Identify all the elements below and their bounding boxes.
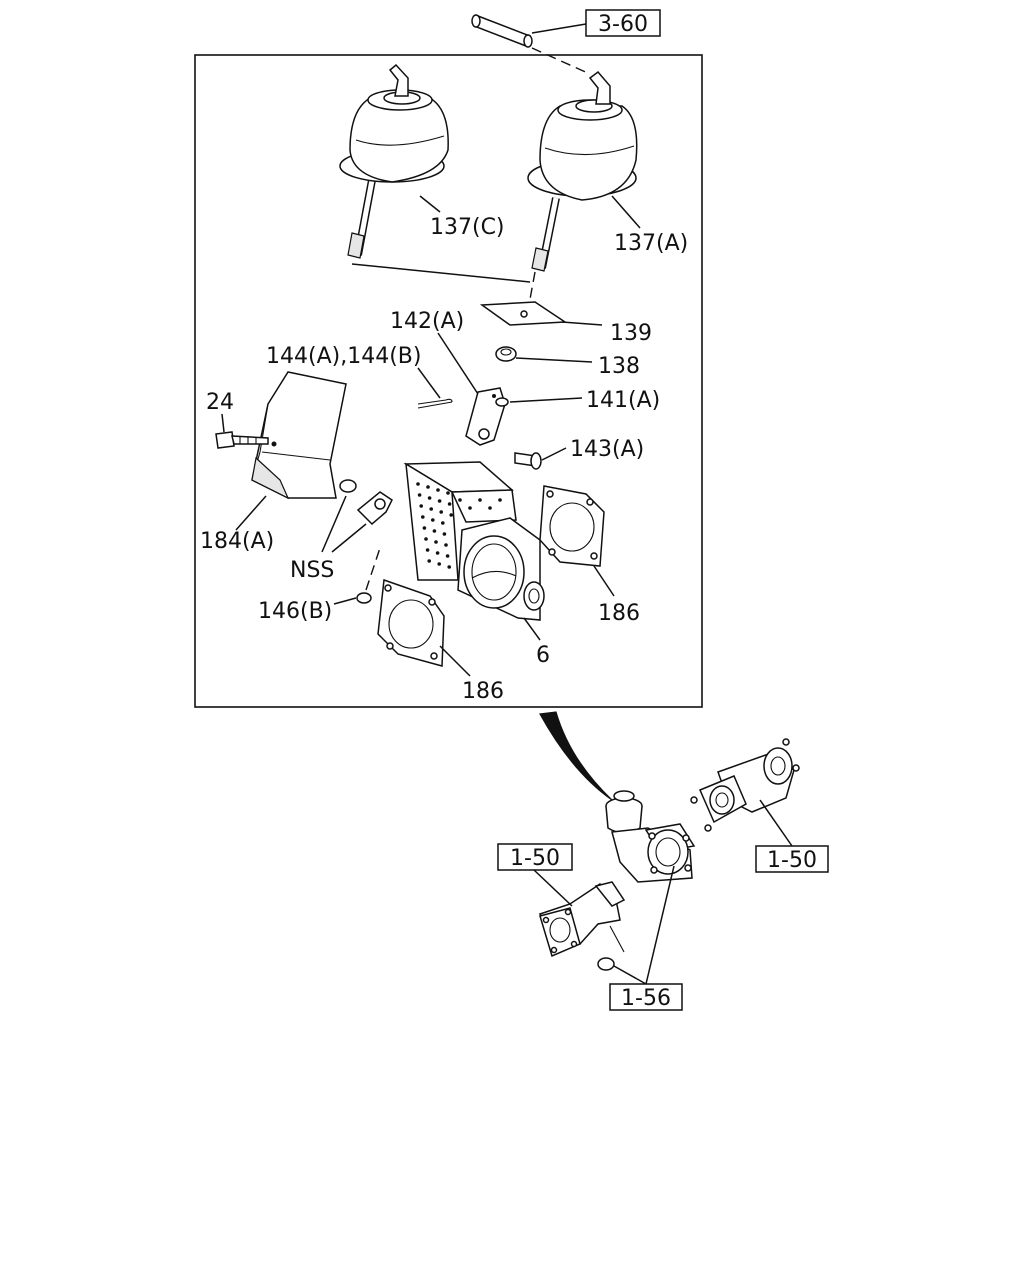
nut-146b — [356, 547, 381, 604]
block-hole — [445, 554, 450, 558]
nss-parts — [339, 479, 393, 526]
gasket-186-bottom — [377, 578, 445, 667]
block-hole — [425, 548, 430, 552]
throttle-body-6 — [457, 517, 545, 621]
block-hole — [437, 499, 442, 503]
block-hole — [417, 493, 422, 497]
reference-box-1-56[interactable]: 1-56 — [609, 983, 683, 1011]
reference-box-1-50-right[interactable]: 1-50 — [755, 845, 829, 873]
plate-139 — [479, 301, 568, 326]
block-hole — [432, 529, 437, 533]
block-hole — [421, 515, 425, 519]
block-hole — [431, 518, 435, 522]
gasket-186-right — [539, 485, 605, 567]
pin-143a — [514, 452, 542, 470]
bracket-184a — [251, 371, 347, 500]
callout-nss: NSS — [290, 558, 334, 583]
reference-1-50-left-label[interactable]: 1-50 — [510, 846, 560, 871]
block-hole — [424, 537, 428, 541]
block-hole — [449, 513, 454, 517]
detail-frame — [194, 54, 703, 708]
reference-1-56-label[interactable]: 1-56 — [621, 986, 671, 1011]
block-hole — [478, 498, 482, 502]
block-hole — [416, 482, 420, 486]
callout-146b: 146(B) — [258, 599, 332, 624]
valve-block — [403, 461, 517, 581]
engine-assembly — [538, 738, 800, 971]
callout-6: 6 — [536, 643, 550, 668]
actuator-137c — [339, 63, 449, 259]
callout-143a: 143(A) — [570, 437, 644, 462]
callout-24: 24 — [206, 390, 234, 415]
callout-144: 144(A),144(B) — [266, 344, 421, 369]
callout-142a: 142(A) — [390, 309, 464, 334]
block-hole — [446, 491, 450, 495]
lever-142a — [465, 387, 506, 446]
bolt-24 — [215, 431, 269, 449]
callout-141a: 141(A) — [586, 388, 660, 413]
block-hole — [427, 496, 432, 500]
block-hole — [488, 506, 492, 510]
location-arrow — [539, 711, 613, 801]
reference-box-1-50-left[interactable]: 1-50 — [497, 843, 573, 871]
reference-3-60-label[interactable]: 3-60 — [598, 12, 648, 37]
nut-138 — [495, 346, 517, 362]
block-hole — [441, 521, 445, 525]
callout-137c: 137(C) — [430, 215, 505, 240]
block-hole — [429, 507, 434, 511]
block-hole — [434, 540, 438, 544]
block-hole — [447, 502, 452, 506]
callout-139: 139 — [610, 321, 652, 346]
block-hole — [427, 559, 432, 563]
block-hole — [436, 488, 440, 492]
pin-144 — [417, 398, 453, 409]
nut-141a — [495, 397, 509, 407]
actuator-137a — [527, 70, 638, 272]
block-hole — [442, 532, 447, 536]
reference-1-50-right-label[interactable]: 1-50 — [767, 848, 817, 873]
reference-box-3-60[interactable]: 3-60 — [585, 9, 661, 37]
block-hole — [426, 485, 430, 489]
callout-186-right: 186 — [598, 601, 640, 626]
block-hole — [444, 543, 448, 547]
callout-138: 138 — [598, 354, 640, 379]
callout-186-bottom: 186 — [462, 679, 504, 704]
block-hole — [439, 510, 444, 514]
callout-137a: 137(A) — [614, 231, 688, 256]
block-hole — [498, 498, 502, 502]
block-hole — [468, 506, 472, 510]
block-hole — [437, 562, 442, 566]
block-hole — [447, 565, 452, 569]
callout-184a: 184(A) — [200, 529, 274, 554]
block-hole — [422, 526, 427, 530]
block-hole — [458, 498, 462, 502]
block-hole — [435, 551, 440, 555]
hose-part — [471, 14, 591, 75]
block-hole — [419, 504, 424, 508]
